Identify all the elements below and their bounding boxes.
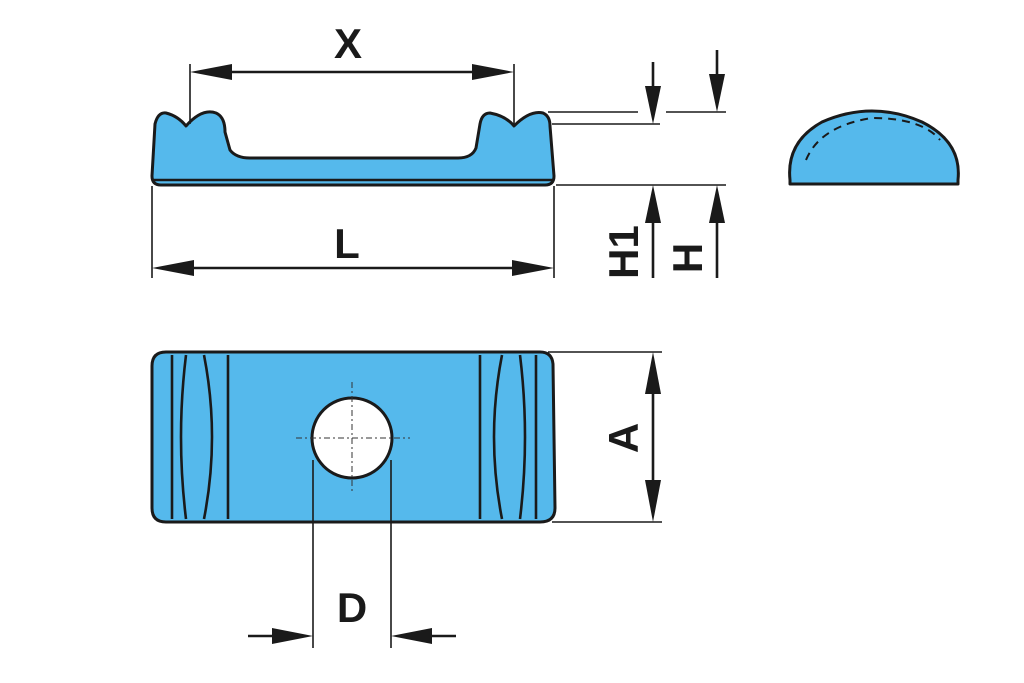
dimension-l-arrow-left xyxy=(152,260,194,276)
dimension-h-label: H xyxy=(664,243,711,273)
dimension-x-arrow-right xyxy=(472,64,514,80)
side-view-body xyxy=(150,110,556,187)
dimension-h1-arrow-bottom xyxy=(645,185,661,223)
dimension-d-arrow-left xyxy=(272,628,313,644)
dimension-x-label: X xyxy=(334,20,362,67)
end-view-body xyxy=(788,109,960,186)
dimension-l: L xyxy=(151,186,555,278)
top-view xyxy=(150,350,557,524)
height-extension-lines xyxy=(548,111,726,186)
end-view xyxy=(788,109,960,186)
dimension-d: D xyxy=(248,460,456,648)
top-view-right-groove-curve-inner xyxy=(518,354,527,520)
dimension-a-arrow-bottom xyxy=(645,480,661,522)
side-view xyxy=(150,110,556,187)
dimension-h: H xyxy=(664,50,725,278)
dimension-h-arrow-bottom xyxy=(709,185,725,223)
dimension-h-arrow-top xyxy=(709,74,725,112)
dimension-d-arrow-right xyxy=(391,628,432,644)
top-view-left-groove-curve-inner xyxy=(202,354,214,520)
dimension-a-arrow-top xyxy=(645,352,661,394)
top-view-left-groove-curve xyxy=(179,354,188,520)
dimension-a: A xyxy=(548,351,662,523)
dimension-h1: H1 xyxy=(600,62,661,279)
dimension-l-label: L xyxy=(334,220,360,267)
dimension-h1-arrow-top xyxy=(645,86,661,124)
top-view-right-groove-curve xyxy=(492,354,504,520)
dimension-h1-label: H1 xyxy=(600,225,647,279)
end-view-hidden-line xyxy=(805,116,941,161)
dimension-x: X xyxy=(189,20,515,124)
dimension-x-arrow-left xyxy=(190,64,232,80)
dimension-d-label: D xyxy=(337,584,367,631)
dimension-l-arrow-right xyxy=(512,260,554,276)
dimension-a-label: A xyxy=(600,423,647,453)
